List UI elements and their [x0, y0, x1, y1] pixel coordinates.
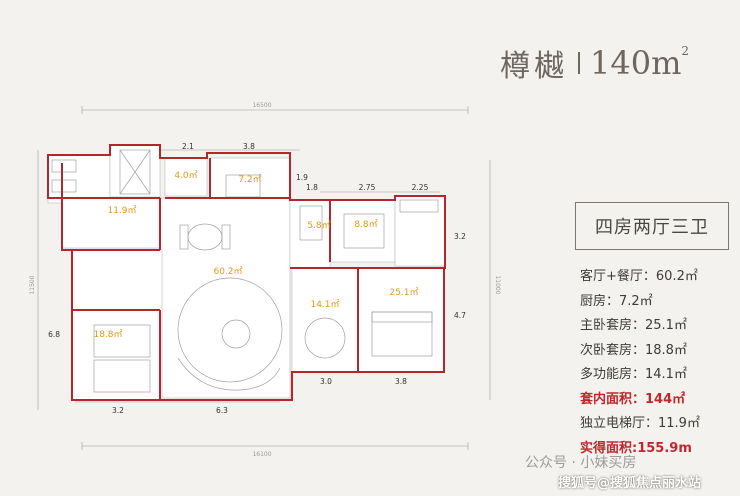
spec-list: 客厅+餐厅：60.2㎡ 厨房：7.2㎡ 主卧套房：25.1㎡ 次卧套房：18.8… — [580, 265, 740, 461]
dim-top-6: 1.9 — [296, 173, 308, 182]
spec-inner-area: 套内面积：144㎡ — [580, 391, 686, 407]
dim-right-2: 4.7 — [454, 311, 466, 320]
dim-bottom-2: 6.3 — [216, 406, 228, 415]
area-kitchen: 7.2㎡ — [238, 174, 261, 185]
spec-elevator-hall: 独立电梯厅：11.9㎡ — [580, 416, 700, 431]
plan-area-unit: 2 — [681, 44, 690, 58]
area-master: 25.1㎡ — [389, 287, 418, 298]
dim-bottom-3: 3.0 — [320, 377, 332, 386]
dim-top-4: 2.75 — [359, 183, 376, 192]
watermark-account: 公众号 · 小妹买房 — [525, 455, 637, 471]
spec-second: 次卧套房：18.8㎡ — [580, 342, 687, 358]
spec-living: 客厅+餐厅：60.2㎡ — [580, 269, 698, 284]
spec-actual-area: 实得面积:155.9m — [580, 440, 692, 456]
dim-right-1: 3.2 — [454, 232, 466, 241]
area-bedroom-small: 8.8㎡ — [354, 219, 377, 230]
overall-right-dim: 11000 — [494, 275, 501, 294]
dim-top-1: 2.1 — [182, 142, 194, 151]
layout-type: 四房两厅三卫 — [595, 217, 709, 238]
dim-left: 6.8 — [48, 330, 60, 339]
overall-bottom-dim: 16100 — [252, 451, 271, 458]
dim-top-3: 1.8 — [306, 183, 318, 192]
overall-left-dim: 11500 — [29, 275, 36, 294]
area-elevator-hall: 11.9㎡ — [107, 205, 136, 216]
dim-top-5: 2.25 — [412, 183, 429, 192]
area-second: 18.8㎡ — [93, 329, 122, 340]
floor-plan: 16500 16100 11500 11000 — [29, 102, 501, 458]
layout-type-box: 四房两厅三卫 — [575, 202, 729, 250]
spec-kitchen: 厨房：7.2㎡ — [580, 293, 653, 309]
watermark-sohu: 搜狐号@搜狐焦点丽水站 — [558, 476, 702, 491]
dim-top-2: 3.8 — [243, 142, 255, 151]
area-storage: 4.0㎡ — [174, 170, 197, 181]
area-multi-room: 14.1㎡ — [310, 299, 339, 310]
overall-top-dim: 16500 — [252, 102, 271, 109]
plan-name: 樽樾 — [500, 49, 568, 84]
dim-bottom-1: 3.2 — [112, 406, 124, 415]
title-divider — [578, 52, 580, 74]
spec-master: 主卧套房：25.1㎡ — [580, 318, 687, 333]
area-living: 60.2㎡ — [213, 266, 242, 277]
area-bath: 5.8㎡ — [307, 220, 330, 231]
dim-bottom-4: 3.8 — [395, 377, 407, 386]
spec-multi: 多功能房：14.1㎡ — [580, 367, 687, 382]
plan-area: 140m — [590, 44, 682, 82]
